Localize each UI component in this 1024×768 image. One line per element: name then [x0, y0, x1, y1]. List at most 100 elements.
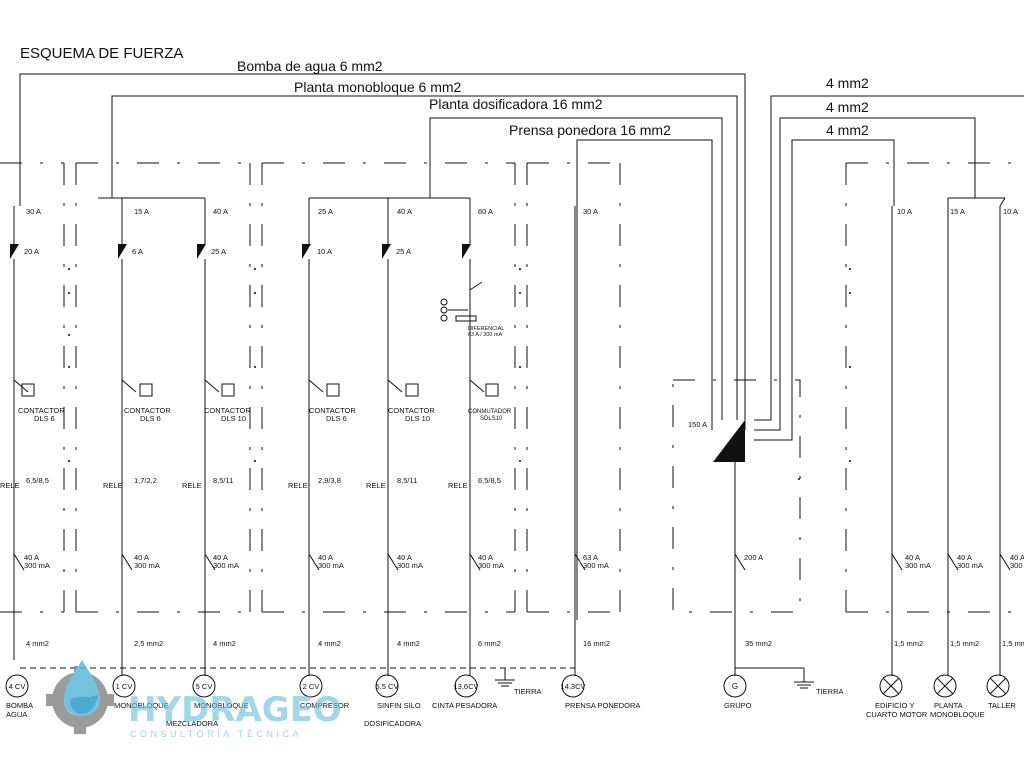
contactor-type: DLS 10: [221, 414, 246, 423]
load-name: EDIFICIO Y: [875, 701, 914, 710]
load-name-2: AGUA: [6, 710, 27, 719]
load-name: PLANTA: [934, 701, 963, 710]
mcb-rating: 20 A: [24, 247, 39, 256]
mcb-rating: 6 A: [132, 247, 143, 256]
lighting-circuit-1: 10 A 40 A 300 mA 1,5 mm2 EDIFICIO Y CUAR…: [866, 206, 931, 719]
load-name-2: MONOBLOQUE: [930, 710, 985, 719]
diff-ma: 300 mA: [397, 561, 423, 570]
load-name: BOMBA: [6, 701, 33, 710]
diff-rating: 40 A: [478, 553, 493, 562]
group-symbol: G: [732, 682, 738, 691]
load-name: MONOBLOQUE: [194, 701, 249, 710]
mcb-rating: 25 A: [211, 247, 226, 256]
rele-label: RELE: [288, 481, 308, 490]
cable-size: 2,5 mm2: [134, 639, 163, 648]
breaker-rating: 30 A: [583, 207, 598, 216]
contactor-type: DLS 6: [140, 414, 161, 423]
rele-range: 8,5/11: [213, 476, 233, 485]
load-power: 1 CV: [116, 682, 133, 691]
cable-size: 4 mm2: [397, 639, 420, 648]
general-diff-rating: 63 A / 300 mA: [468, 332, 503, 338]
feeder-label-bomba: Bomba de agua 6 mm2: [237, 58, 383, 74]
diff-rating: 40 A: [24, 553, 39, 562]
diagram-title: ESQUEMA DE FUERZA: [20, 45, 183, 62]
diff-ma: 300 mA: [1010, 561, 1024, 570]
contactor-type: DLS 10: [405, 414, 430, 423]
group-name: GRUPO: [724, 701, 752, 710]
load-power: 2 CV: [303, 682, 320, 691]
rele-label: RELE: [0, 481, 20, 490]
mcb-rating: 10 A: [317, 247, 332, 256]
feeder-label-4mm2-2: 4 mm2: [826, 99, 869, 115]
diff-ma: 300 mA: [957, 561, 983, 570]
breaker-rating: 15 A: [134, 207, 149, 216]
feeder-label-dosificadora: Planta dosificadora 16 mm2: [429, 96, 603, 112]
load-power: 4 CV: [9, 682, 26, 691]
contactor-label: CONTACTOR: [18, 406, 65, 415]
diff-ma: 300 mA: [24, 561, 50, 570]
load-power: 14,3CV: [560, 682, 585, 691]
cable-size: 16 mm2: [583, 639, 610, 648]
breaker-rating: 40 A: [397, 207, 412, 216]
circuit-2: 15 A 6 A CONTACTOR DLS 6 RELE 1,7/2,2 40…: [103, 198, 218, 728]
circuit-4: 25 A 10 A CONTACTOR DLS 6 RELE 2,9/3,8 4…: [288, 198, 356, 710]
diff-ma: 300 mA: [583, 561, 609, 570]
contactor-type: SDLS10: [480, 416, 503, 422]
earth-label: TIERRA: [514, 687, 542, 696]
contactor-type: DLS 6: [326, 414, 347, 423]
rele-label: RELE: [448, 481, 468, 490]
cable-size: 4 mm2: [26, 639, 49, 648]
load-power: 13,6CV: [453, 682, 478, 691]
rele-label: RELE: [182, 481, 202, 490]
load-name-2: DOSIFICADORA: [364, 719, 421, 728]
breaker-rating: 15 A: [950, 207, 965, 216]
cable-size: 4 mm2: [213, 639, 236, 648]
contactor-label: CONTACTOR: [124, 406, 171, 415]
gap-dots: [68, 268, 851, 480]
logo-tagline: CONSULTORÍA TÉCNICA: [130, 729, 302, 739]
diff-rating: 40 A: [318, 553, 333, 562]
breaker-rating: 30 A: [26, 207, 41, 216]
feeder-label-monobloque: Planta monobloque 6 mm2: [294, 79, 462, 95]
load-name: TALLER: [988, 701, 1016, 710]
diff-rating: 40 A: [905, 553, 920, 562]
rele-range: 8,5/11: [397, 476, 417, 485]
breaker-rating: 60 A: [478, 207, 493, 216]
lighting-circuit-2: 15 A 40 A 300 mA 1,5 mm2 PLANTA MONOBLOQ…: [930, 198, 985, 719]
group-cable: 35 mm2: [745, 639, 772, 648]
diff-rating: 40 A: [213, 553, 228, 562]
diff-rating: 40 A: [397, 553, 412, 562]
load-name-2: CUARTO MOTOR: [866, 710, 928, 719]
load-name: CINTA PESADORA: [432, 701, 497, 710]
diff-rating: 40 A: [1010, 553, 1024, 562]
logo-name: HYDRAGEO: [128, 690, 342, 730]
contactor-label: CONMUTADOR: [468, 409, 512, 415]
group-breaker: 150 A: [688, 420, 707, 429]
load-power: 5 CV: [196, 682, 213, 691]
diff-ma: 300 mA: [905, 561, 931, 570]
mcb-rating: 25 A: [396, 247, 411, 256]
rele-range: 6,5/8,5: [26, 476, 49, 485]
rele-range: 1,7/2,2: [134, 476, 157, 485]
breaker-rating: 25 A: [318, 207, 333, 216]
circuit-3: 40 A 25 A CONTACTOR DLS 10 RELE 8,5/11 4…: [182, 198, 251, 710]
busbars: [20, 197, 1005, 669]
feeder-lines: [19, 73, 1024, 620]
breaker-rating: 40 A: [213, 207, 228, 216]
load-name: COMPRESOR: [300, 701, 350, 710]
hydrageo-logo: HYDRAGEO CONSULTORÍA TÉCNICA: [46, 660, 342, 739]
cable-size: 1,5 mm2: [1002, 639, 1024, 648]
load-name: SINFIN SILO: [377, 701, 421, 710]
generator-group: 150 A 200 A 35 mm2 TIERRA G GRUPO: [688, 420, 844, 710]
diff-rating: 40 A: [134, 553, 149, 562]
contactor-label: CONTACTOR: [309, 406, 356, 415]
circuit-5: 40 A 25 A CONTACTOR DLS 10 RELE 8,5/11 4…: [364, 198, 435, 728]
earth-label: TIERRA: [816, 687, 844, 696]
contactor-label: CONTACTOR: [388, 406, 435, 415]
group-switch: 200 A: [744, 553, 763, 562]
diff-ma: 300 mA: [134, 561, 160, 570]
load-power: 5,5 CV: [376, 682, 399, 691]
rele-range: 2,9/3,8: [318, 476, 341, 485]
cable-size: 1,5 mm2: [894, 639, 923, 648]
